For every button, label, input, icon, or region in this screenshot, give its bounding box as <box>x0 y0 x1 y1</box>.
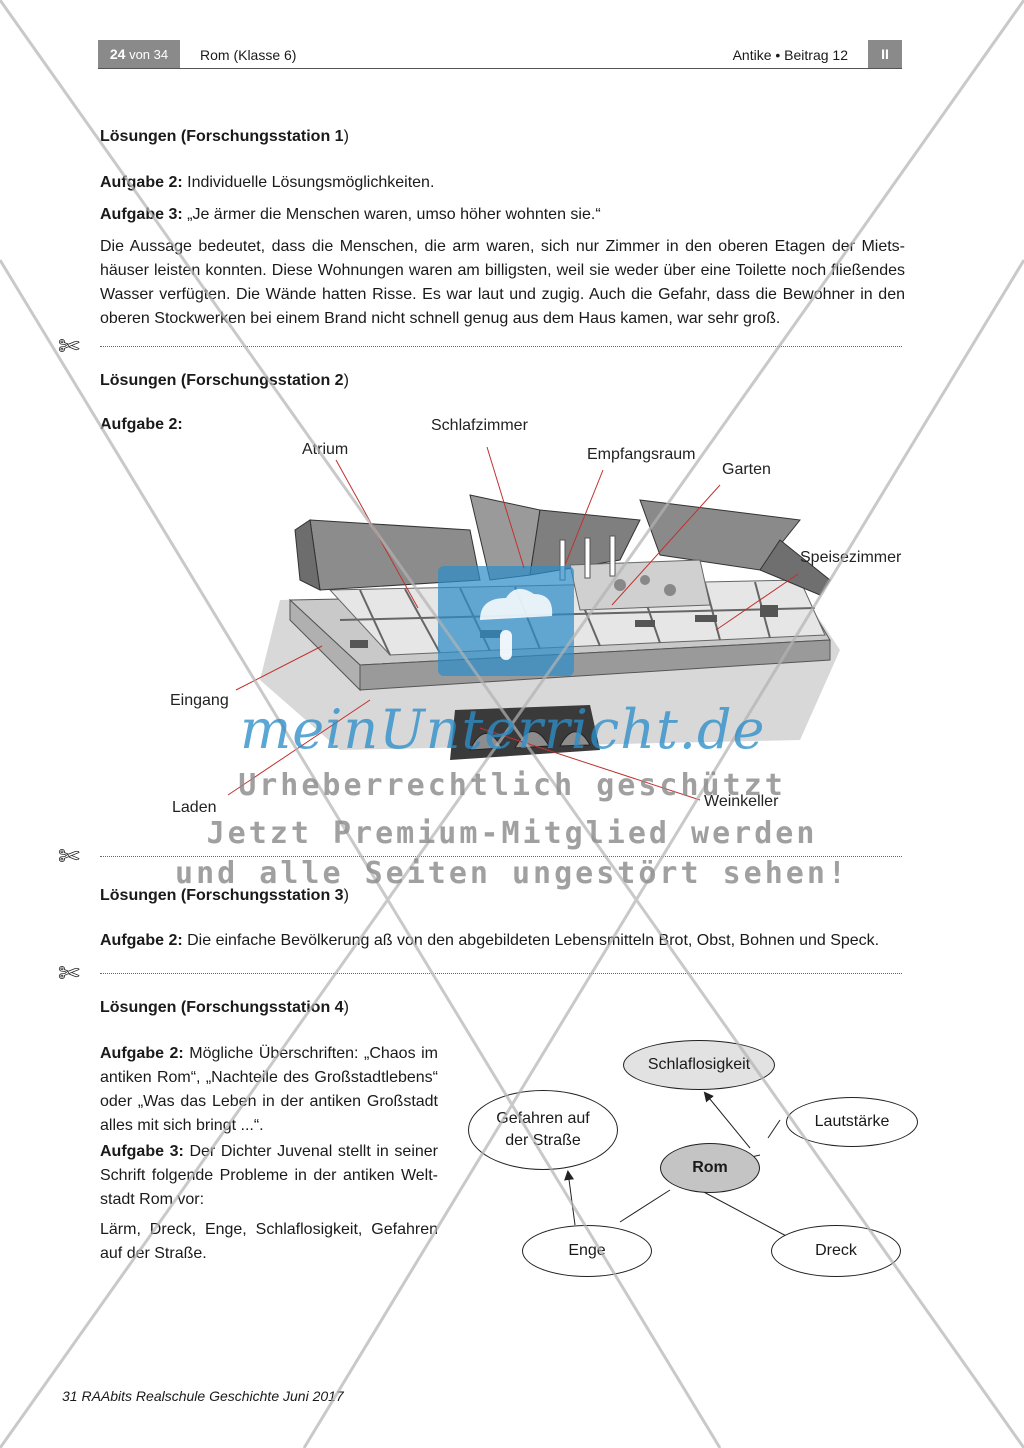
mindmap-node-schlaflosigkeit: Schlaflosigkeit <box>623 1040 775 1090</box>
footer-text: 31 RAAbits Realschule Geschichte Juni 20… <box>62 1388 344 1404</box>
scissors-icon: ✄ <box>58 958 80 988</box>
label-schlafzimmer: Schlafzimmer <box>431 417 528 434</box>
label-empfangsraum: Empfangsraum <box>587 446 696 463</box>
watermark-line2: Jetzt Premium-Mitglied werden <box>206 816 818 851</box>
heading-prefix: Lösungen ( <box>100 999 187 1016</box>
station4-heading: Lösungen (Forschungsstation 4) <box>100 996 905 1020</box>
task-label: Aufgabe 2: <box>100 932 183 949</box>
label-eingang: Eingang <box>170 692 229 709</box>
heading-bold: Forschungsstation 4 <box>186 999 344 1016</box>
cut-line <box>100 973 902 974</box>
watermark-line3: und alle Seiten ungestört sehen! <box>175 856 849 891</box>
station4-task3: Aufgabe 3: Der Dichter Juvenal stellt in… <box>100 1140 438 1212</box>
label-leader-lines <box>227 446 799 801</box>
task-label: Aufgabe 3: <box>100 1143 184 1160</box>
station4-list: Lärm, Dreck, Enge, Schlaflosigkeit, Gefa… <box>100 1221 438 1262</box>
task-text: Die einfache Bevölkerung aß von den abge… <box>182 932 880 949</box>
heading-suffix: ) <box>343 999 349 1016</box>
station3-task2: Aufgabe 2: Die einfache Bevölkerung aß v… <box>100 929 905 953</box>
label-garten: Garten <box>722 461 771 478</box>
mindmap-node-dreck: Dreck <box>771 1225 901 1277</box>
mindmap-node-rom: Rom <box>660 1143 760 1193</box>
label-speisezimmer: Speisezimmer <box>800 549 902 566</box>
watermark-logo: meinUnterricht.de <box>240 698 766 761</box>
mindmap-node-gefahren: Gefahren auf der Straße <box>468 1090 618 1170</box>
mindmap-node-enge: Enge <box>522 1225 652 1277</box>
mindmap-node-lautstaerke: Lautstärke <box>786 1097 918 1147</box>
station4-task2: Aufgabe 2: Mögliche Überschriften: „Chao… <box>100 1042 438 1138</box>
task-label: Aufgabe 2: <box>100 1045 184 1062</box>
label-atrium: Atrium <box>302 441 349 458</box>
watermark-line1: Urheberrechtlich geschützt <box>238 768 786 803</box>
